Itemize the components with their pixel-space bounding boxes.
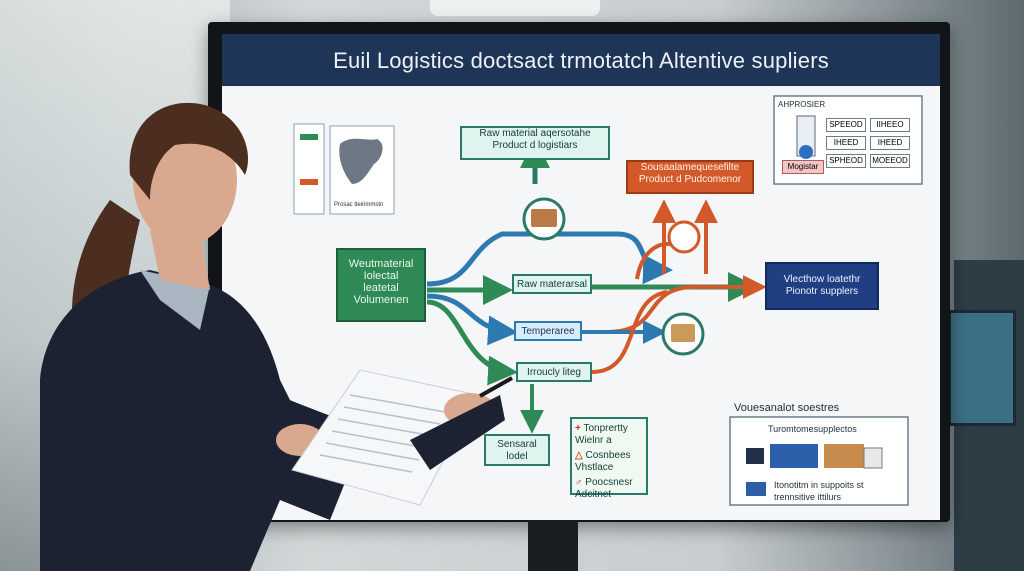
alternatives-line1: Turomtomesupplectos xyxy=(768,424,857,434)
navy-line1: Vlecthow loatethr xyxy=(783,274,861,285)
package-icon xyxy=(531,209,557,227)
green-line4: Volumenen xyxy=(353,294,409,306)
temperature-label: Temperaree xyxy=(514,321,582,341)
card-stripe xyxy=(300,134,318,140)
alternatives-line3: trennsitive ittilurs xyxy=(774,492,842,502)
alternatives-line2: Itonotitm in suppoits st xyxy=(774,480,864,490)
background-monitor xyxy=(948,310,1016,426)
matrix-cell: IIHEEO xyxy=(870,118,910,132)
matrix-cell: MOEEOD xyxy=(870,154,910,168)
alternatives-title: Vouesanalot soestres xyxy=(734,402,840,414)
green-line2: Iolectal xyxy=(363,270,399,282)
risk-icon: ♂ xyxy=(575,477,583,488)
risk-legend-box: + Tonprertty Wielnr a △ Cosnbees Vhstlac… xyxy=(570,417,648,500)
orange-box-line2: Product d Pudcomenor xyxy=(638,174,742,185)
legend-text: Poocsnesr Adcitnet xyxy=(575,477,633,500)
plus-icon: + xyxy=(575,423,581,434)
delivery-suppliers-box: Vlecthow loatethr Pionotr supplers xyxy=(765,262,879,310)
flow-arrow-orange-loop xyxy=(591,290,668,374)
matrix-heading: AHPROSIER xyxy=(778,100,826,109)
map-caption: Prosac tleirimmstn xyxy=(334,202,384,208)
title-bar xyxy=(222,34,940,86)
truck-icon-cargo xyxy=(824,444,864,468)
sensor-line2: lodel xyxy=(506,451,528,462)
legend-text: Tonprertty Wielnr a xyxy=(575,423,628,446)
inventory-label: Irroucly liteg xyxy=(516,362,592,382)
presentation-title: Euil Logistics doctsact trmotatch Altent… xyxy=(333,48,829,73)
flow-diagram xyxy=(293,95,923,506)
raw-material-label: Raw materarsal xyxy=(512,274,592,294)
raw-material-line2: Product d logistiars xyxy=(492,140,578,151)
goods-icon xyxy=(671,324,695,342)
thermometer-bulb xyxy=(799,145,813,159)
truck-small-icon xyxy=(746,448,764,464)
sensor-box: Sensaral lodel xyxy=(484,434,550,466)
legend-row: + Tonprertty Wielnr a xyxy=(575,423,643,447)
matrix-cell-highlight: Mogistar xyxy=(782,160,824,174)
alert-icon-circle xyxy=(667,220,701,254)
raw-material-volume-box: Weutmaterial Iolectal leatetal Volumenen xyxy=(336,248,426,322)
legend-row: △ Cosnbees Vhstlace xyxy=(575,450,643,474)
flow-arrow-green-low xyxy=(426,299,518,386)
matrix-cell: IHEED xyxy=(870,136,910,150)
supplier-product-box: Sousaalamequesefilte Product d Pudcomeno… xyxy=(626,160,754,194)
warning-triangle-icon: △ xyxy=(575,450,583,461)
flow-arrow-blue-top xyxy=(426,231,673,287)
flow-arrow-blue-low xyxy=(426,293,518,346)
matrix-cell: SPEEOD xyxy=(826,118,866,132)
orange-box-line1: Sousaalamequesefilte xyxy=(640,162,740,173)
legend-row: ♂ Poocsnesr Adcitnet xyxy=(575,477,643,501)
truck-icon-blue xyxy=(770,444,818,468)
raw-material-line1: Raw material aqersotahe xyxy=(479,128,591,139)
ceiling-light xyxy=(430,0,600,16)
map-shape xyxy=(339,138,383,184)
presentation-screen: Euil Logistics doctsact trmotatch Altent… xyxy=(222,34,940,520)
matrix-cell: IHEED xyxy=(826,136,866,150)
legend-text: Cosnbees Vhstlace xyxy=(575,450,631,473)
green-line1: Weutmaterial xyxy=(348,258,414,270)
window-light xyxy=(0,0,230,571)
raw-material-box: Raw material aqersotahe Product d logist… xyxy=(460,126,610,160)
truck-cab xyxy=(863,447,883,469)
flow-arrow-right-orange xyxy=(606,275,767,334)
van-icon xyxy=(746,482,766,496)
green-line3: leatetal xyxy=(363,282,399,294)
monitor-stand xyxy=(528,518,578,571)
matrix-cell: SPHEOD xyxy=(826,154,866,168)
sensor-line1: Sensaral xyxy=(497,439,537,450)
card-stripe xyxy=(300,179,318,185)
navy-line2: Pionotr supplers xyxy=(785,286,859,297)
